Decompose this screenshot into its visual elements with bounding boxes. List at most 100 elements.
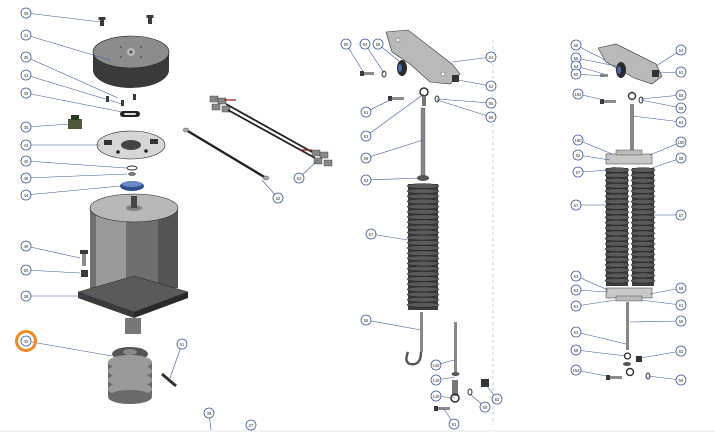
callout-circle (675, 89, 687, 101)
callout-46[interactable]: 46 (20, 172, 32, 184)
callout-leader (640, 299, 682, 306)
callout-64[interactable]: 64 (359, 38, 371, 50)
callout-circle (570, 39, 582, 51)
callout-150[interactable]: 150 (675, 136, 687, 148)
spring-coil (604, 225, 630, 231)
spring-coil (406, 183, 440, 189)
spring-coil (630, 251, 656, 257)
callout-63[interactable]: 63 (570, 326, 582, 338)
callout-36[interactable]: 36 (20, 7, 32, 19)
callout-148[interactable]: 148 (430, 359, 442, 371)
callout-56[interactable]: 56 (360, 152, 372, 164)
callout-56[interactable]: 56 (675, 315, 687, 327)
callout-63[interactable]: 63 (570, 284, 582, 296)
callout-149[interactable]: 149 (430, 390, 442, 402)
callout-63[interactable]: 63 (570, 270, 582, 282)
callout-53[interactable]: 53 (293, 172, 305, 184)
callout-label: 40 (24, 339, 29, 344)
callout-62[interactable]: 62 (572, 149, 584, 161)
callout-label: 152 (573, 368, 581, 373)
callout-61[interactable]: 61 (570, 300, 582, 312)
callout-circle (20, 335, 32, 347)
callout-58[interactable]: 58 (360, 314, 372, 326)
callout-circle (570, 270, 582, 282)
spring-coil (406, 209, 440, 215)
callout-leader (575, 275, 609, 291)
callout-label: 63 (574, 330, 579, 335)
callout-40[interactable]: 40 (20, 155, 32, 167)
spring-coil (406, 250, 440, 256)
callout-leader (365, 319, 422, 331)
callout-51[interactable]: 51 (176, 338, 188, 350)
callout-38[interactable]: 38 (20, 290, 32, 302)
callout-152[interactable]: 152 (570, 364, 582, 376)
callout-44[interactable]: 44 (20, 189, 32, 201)
callout-57[interactable]: 57 (675, 209, 687, 221)
callout-49[interactable]: 49 (20, 240, 32, 252)
callout-61[interactable]: 61 (675, 66, 687, 78)
callout-circle (372, 38, 384, 50)
callout-160[interactable]: 160 (572, 134, 584, 146)
callout-61[interactable]: 61 (675, 299, 687, 311)
callout-label: 61 (452, 422, 457, 427)
callout-68[interactable]: 68 (675, 152, 687, 164)
callout-leader (25, 269, 81, 274)
callout-61[interactable]: 61 (448, 418, 460, 430)
callout-60[interactable]: 60 (570, 68, 582, 80)
callout-circle (675, 315, 687, 327)
callout-68[interactable]: 68 (675, 282, 687, 294)
callout-label: 42 (24, 73, 29, 78)
callout-65[interactable]: 65 (675, 102, 687, 114)
callout-label: 152 (575, 92, 583, 97)
callout-label: 63 (574, 288, 579, 293)
spring-coil (406, 276, 440, 282)
callout-label: 59 (483, 405, 488, 410)
callout-label: 63 (679, 120, 684, 125)
callout-54[interactable]: 54 (485, 51, 497, 63)
callout-62[interactable]: 62 (675, 345, 687, 357)
callout-leader (436, 98, 492, 104)
motor-assembly (68, 15, 189, 404)
callout-63[interactable]: 63 (360, 130, 372, 142)
callout-42[interactable]: 42 (20, 69, 32, 81)
spring-coil (406, 302, 440, 308)
callout-54[interactable]: 54 (675, 44, 687, 56)
callout-50[interactable]: 50 (20, 264, 32, 276)
callout-45[interactable]: 45 (20, 121, 32, 133)
callout-circle (675, 136, 687, 148)
callout-67[interactable]: 67 (572, 166, 584, 178)
callout-58[interactable]: 58 (570, 39, 582, 51)
callout-152[interactable]: 152 (572, 88, 584, 100)
callout-circle (20, 7, 32, 19)
callout-61[interactable]: 61 (360, 106, 372, 118)
callout-circle (485, 51, 497, 63)
callout-40[interactable]: 40 (20, 335, 32, 347)
callout-37[interactable]: 37 (245, 419, 257, 431)
callout-58[interactable]: 58 (570, 344, 582, 356)
callout-66[interactable]: 66 (485, 111, 497, 123)
callout-59[interactable]: 59 (479, 401, 491, 413)
callout-63[interactable]: 63 (675, 116, 687, 128)
callout-circle (675, 152, 687, 164)
callout-57[interactable]: 57 (365, 228, 377, 240)
callout-66[interactable]: 66 (675, 89, 687, 101)
callout-52[interactable]: 52 (272, 192, 284, 204)
callout-43[interactable]: 43 (20, 139, 32, 151)
callout-149[interactable]: 149 (430, 374, 442, 386)
callout-60[interactable]: 60 (340, 38, 352, 50)
callout-39[interactable]: 39 (20, 87, 32, 99)
spring-coil (630, 272, 656, 279)
callout-59[interactable]: 59 (675, 374, 687, 386)
callout-62[interactable]: 62 (485, 80, 497, 92)
callout-57[interactable]: 57 (570, 199, 582, 211)
callout-65[interactable]: 65 (485, 97, 497, 109)
highlight-ring (15, 330, 37, 352)
callout-63[interactable]: 63 (360, 174, 372, 186)
callout-55[interactable]: 55 (570, 52, 582, 64)
callout-38[interactable]: 38 (203, 407, 215, 419)
callout-label: 60 (574, 72, 579, 77)
callout-62[interactable]: 62 (491, 393, 503, 405)
callout-35[interactable]: 35 (20, 51, 32, 63)
callout-41[interactable]: 41 (20, 29, 32, 41)
callout-55[interactable]: 55 (372, 38, 384, 50)
